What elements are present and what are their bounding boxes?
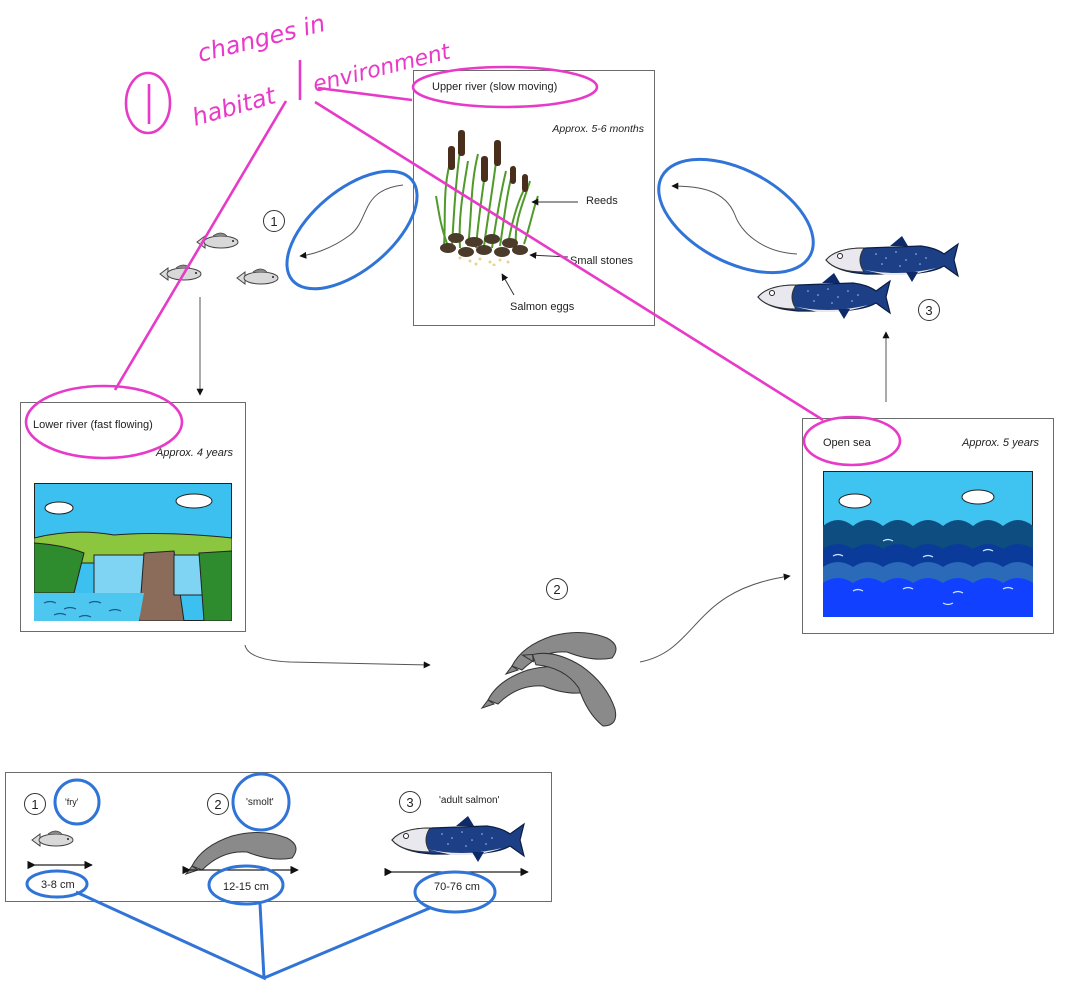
- blue-circle-adult-arrow: [657, 157, 815, 275]
- small-stones-label: Small stones: [570, 255, 633, 267]
- waterfall-illustration: [34, 483, 232, 621]
- key-adult-number: 3: [399, 791, 421, 813]
- key-box: 1 'fry' 3-8 cm 2 'smolt' 12-15 cm 3 'adu…: [5, 772, 552, 902]
- fry-fish-2: [159, 264, 202, 281]
- upper-river-duration: Approx. 5-6 months: [552, 123, 644, 135]
- pink-circle-number: [124, 71, 172, 135]
- upper-river-box: Upper river (slow moving) Approx. 5-6 mo…: [413, 70, 655, 326]
- pink-line-to-upper: [317, 86, 413, 102]
- upper-river-title: Upper river (slow moving): [432, 81, 558, 93]
- smolt-fish-2: [481, 665, 593, 709]
- arrow-upper-to-fry: [299, 184, 404, 259]
- smolt-fish-3: [522, 627, 626, 740]
- open-sea-title: Open sea: [823, 437, 871, 449]
- key-fry-size: 3-8 cm: [41, 879, 75, 891]
- key-adult-size: 70-76 cm: [434, 881, 480, 893]
- lower-river-box: Lower river (fast flowing) Approx. 4 yea…: [20, 402, 246, 632]
- lower-river-title: Lower river (fast flowing): [33, 419, 153, 431]
- reeds-label: Reeds: [586, 195, 618, 207]
- arrow-lower-to-smolt: [244, 644, 431, 669]
- key-fry-name: 'fry': [65, 797, 79, 807]
- salmon-eggs-label: Salmon eggs: [510, 301, 575, 313]
- pink-line-to-lower: [113, 100, 288, 391]
- key-smolt-name: 'smolt': [246, 797, 274, 808]
- annotation-line2-a: habitat: [189, 81, 280, 132]
- lower-river-duration: Approx. 4 years: [155, 447, 233, 459]
- adult-salmon-2: [757, 272, 891, 320]
- key-adult-name: 'adult salmon': [439, 795, 500, 806]
- smolt-fish-1: [505, 631, 617, 675]
- ocean-illustration: [823, 471, 1033, 617]
- key-smolt-number: 2: [207, 793, 229, 815]
- adult-salmon-1: [825, 235, 959, 283]
- blue-circle-fry-arrow: [285, 169, 419, 291]
- annotation-line1: changes in: [195, 9, 328, 68]
- blue-connector-lines: [75, 890, 431, 981]
- key-fry-number: 1: [24, 793, 46, 815]
- fry-fish-1: [196, 232, 239, 249]
- fry-fish-3: [236, 268, 279, 285]
- open-sea-box: Open sea Approx. 5 years: [802, 418, 1054, 634]
- arrow-adult-to-upper: [671, 182, 798, 255]
- arrow-smolt-to-sea: [639, 573, 791, 663]
- fry-marker: 1: [263, 210, 285, 232]
- adult-marker: 3: [918, 299, 940, 321]
- reeds-illustration: [435, 130, 539, 266]
- key-smolt-size: 12-15 cm: [223, 881, 269, 893]
- open-sea-duration: Approx. 5 years: [961, 437, 1039, 449]
- smolt-marker: 2: [546, 578, 568, 600]
